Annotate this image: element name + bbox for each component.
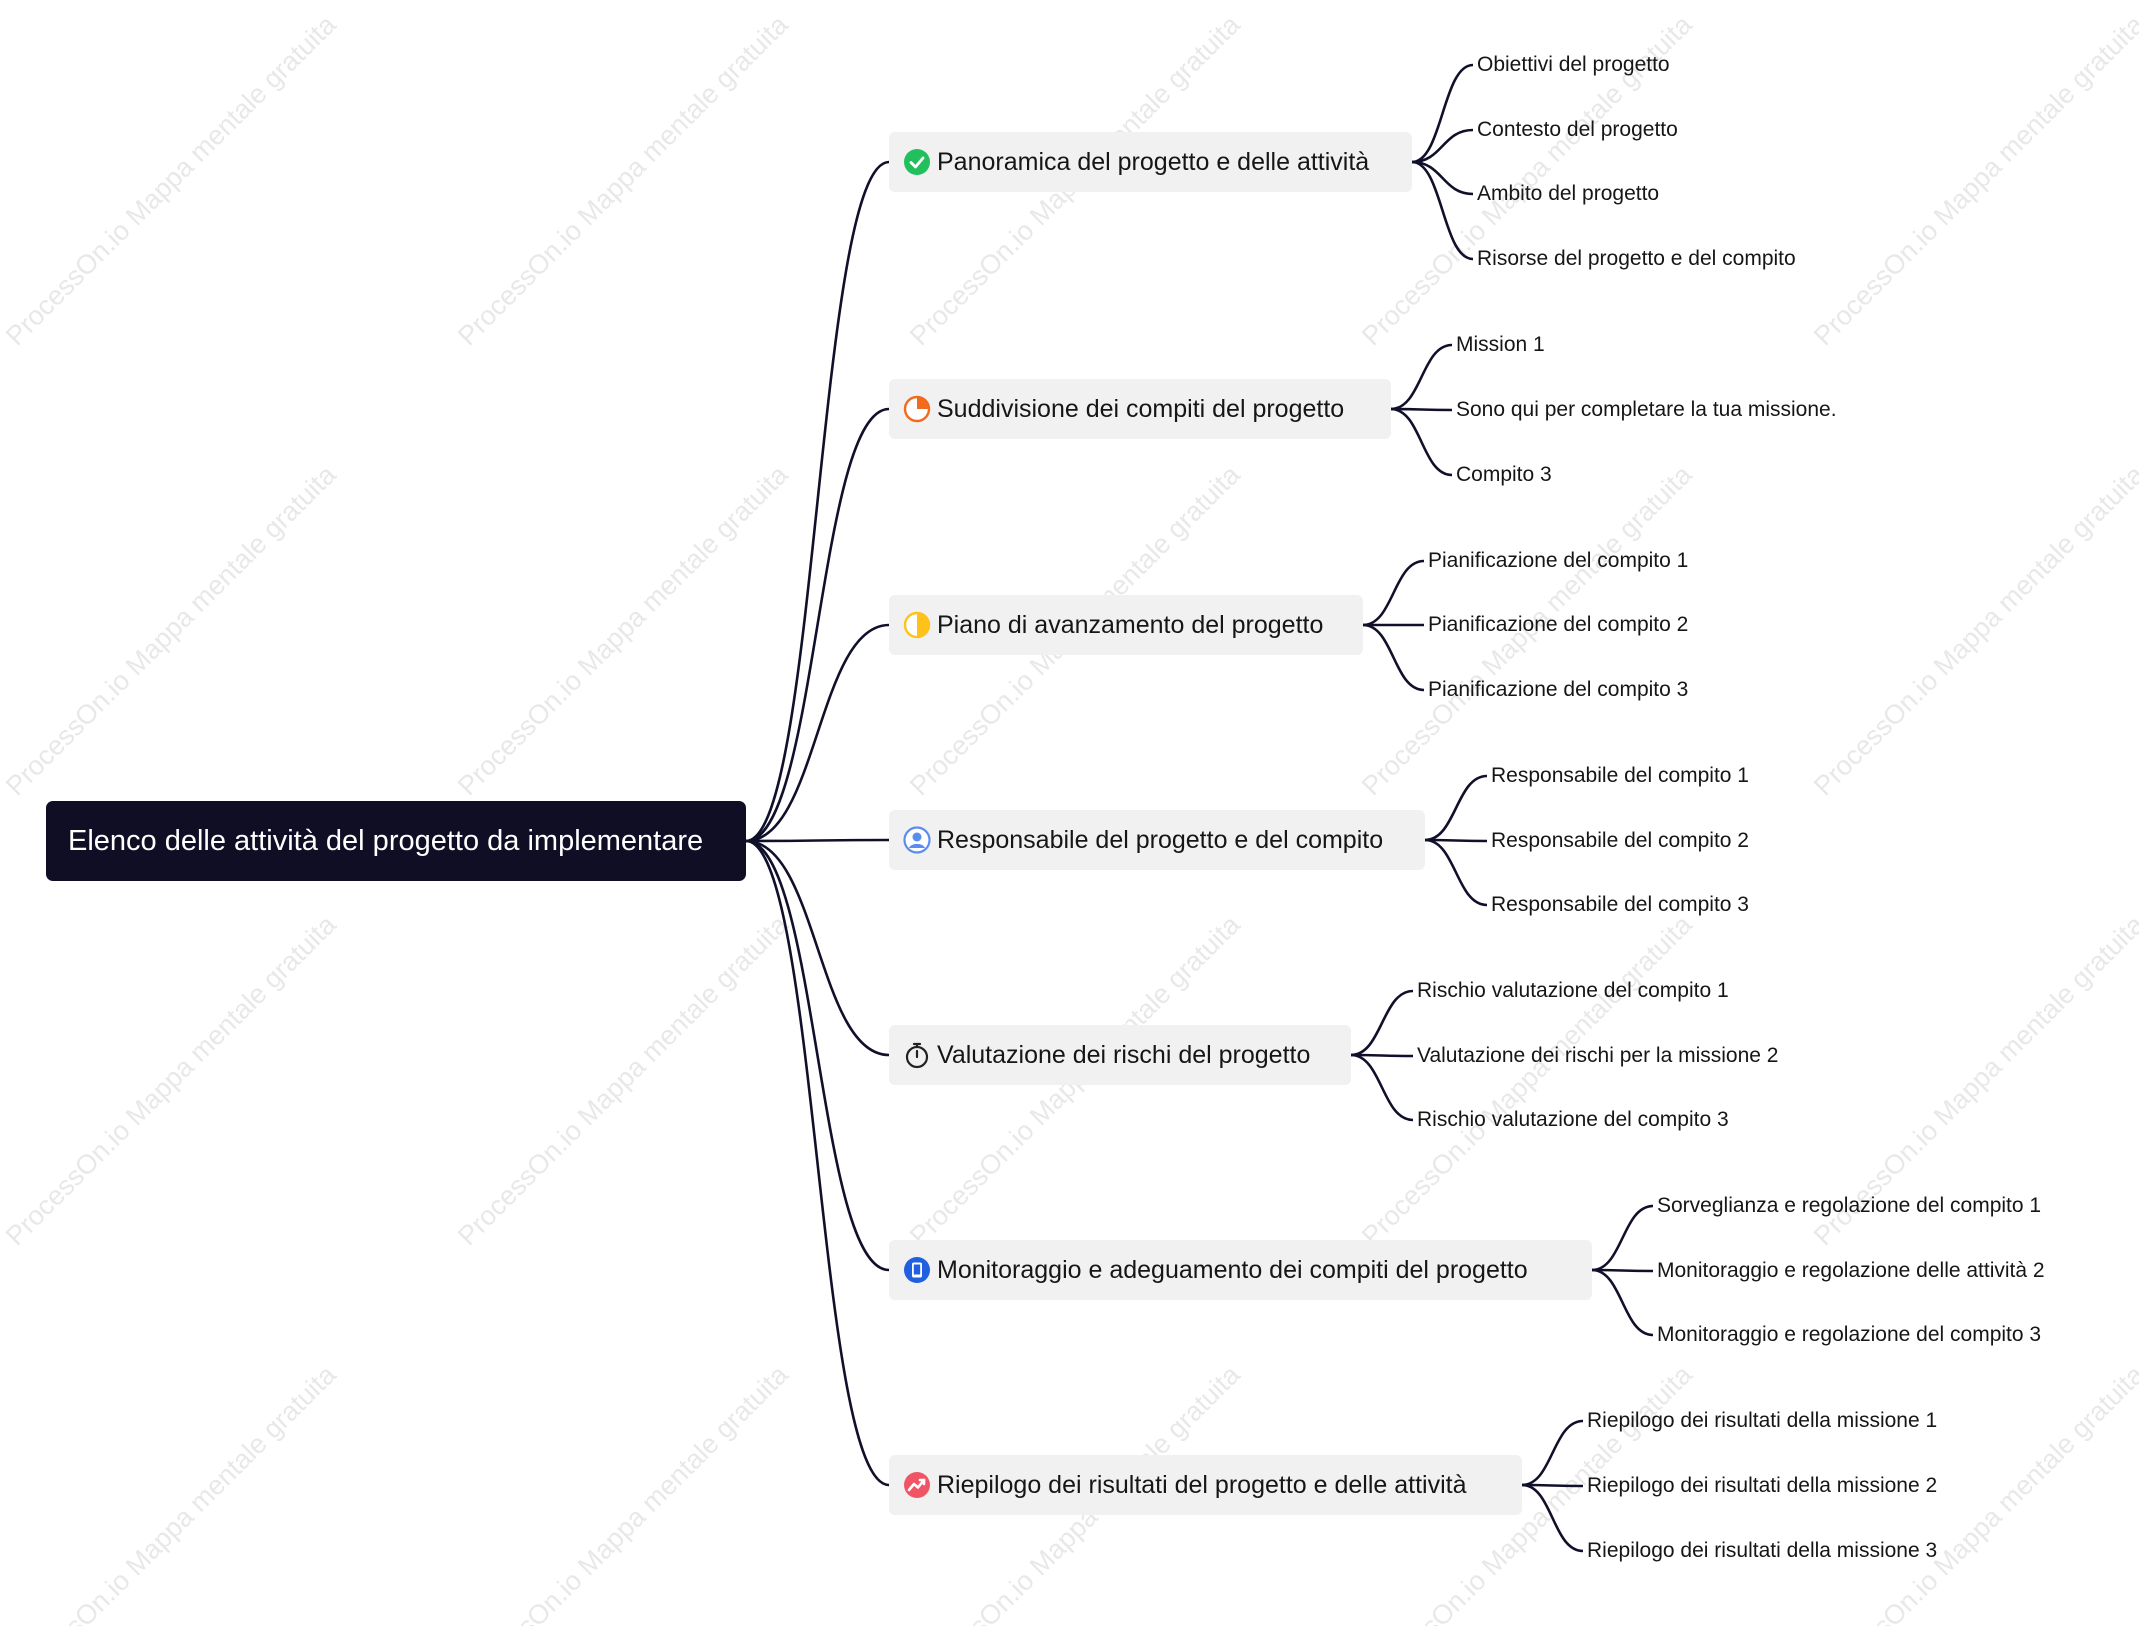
branch-leaf-link (1390, 407, 1453, 412)
leaf-node[interactable]: Valutazione dei rischi per la missione 2 (1417, 1044, 1779, 1067)
branch-leaf-link (1362, 559, 1425, 627)
branch-leaf-link (1411, 160, 1474, 196)
root-node-label: Elenco delle attività del progetto da im… (68, 824, 704, 857)
branch-leaf-link (1424, 774, 1488, 842)
leaf-node[interactable]: Riepilogo dei risultati della missione 3 (1587, 1539, 1938, 1562)
branch-leaf-link (1390, 343, 1453, 411)
leaf-node[interactable]: Rischio valutazione del compito 1 (1417, 979, 1729, 1002)
leaf-node[interactable]: Riepilogo dei risultati della missione 2 (1587, 1474, 1938, 1497)
branch-label: Panoramica del progetto e delle attività (937, 147, 1370, 176)
branch-leaf-link (1521, 1483, 1584, 1553)
branch-node-risk-assessment[interactable]: Valutazione dei rischi del progetto (889, 1025, 1351, 1085)
leaf-node[interactable]: Monitoraggio e regolazione del compito 3 (1657, 1323, 2042, 1346)
branch-label: Suddivisione dei compiti del progetto (937, 394, 1345, 423)
leaf-node[interactable]: Sorveglianza e regolazione del compito 1 (1657, 1194, 2042, 1217)
branch-leaf-link (1591, 1204, 1654, 1272)
leaf-node[interactable]: Risorse del progetto e del compito (1477, 247, 1796, 270)
branch-node-responsible[interactable]: Responsabile del progetto e del compito (889, 810, 1425, 870)
branch-leaf-link (1424, 838, 1488, 907)
root-branch-link (745, 839, 890, 1057)
leaf-node[interactable]: Obiettivi del progetto (1477, 53, 1670, 76)
branch-leaf-link (1411, 160, 1474, 261)
leaf-node[interactable]: Responsabile del compito 2 (1491, 829, 1749, 852)
branch-node-breakdown[interactable]: Suddivisione dei compiti del progetto (889, 379, 1391, 439)
leaf-node[interactable]: Sono qui per completare la tua missione. (1456, 398, 1837, 421)
branch-leaf-link (1411, 128, 1474, 164)
leaf-node[interactable]: Responsabile del compito 1 (1491, 764, 1749, 787)
stopwatch-icon (905, 1042, 929, 1069)
branch-leaf-link (1390, 407, 1453, 477)
branch-leaf-link (1591, 1268, 1654, 1337)
branch-leaf-link (1521, 1419, 1584, 1487)
branch-label: Valutazione dei rischi del progetto (937, 1040, 1311, 1069)
pie-quarter-icon (903, 395, 931, 423)
phone-icon (904, 1257, 930, 1283)
leaf-node[interactable]: Rischio valutazione del compito 3 (1417, 1108, 1729, 1131)
branch-leaf-link (1411, 63, 1474, 164)
leaf-node[interactable]: Pianificazione del compito 2 (1428, 613, 1689, 636)
branch-node-summary[interactable]: Riepilogo dei risultati del progetto e d… (889, 1455, 1522, 1515)
root-branch-link (745, 839, 890, 1272)
half-circle-icon (903, 611, 931, 639)
trend-up-icon (904, 1472, 930, 1498)
root-node[interactable]: Elenco delle attività del progetto da im… (46, 801, 746, 881)
branch-label: Riepilogo dei risultati del progetto e d… (937, 1470, 1467, 1499)
root-branch-link (745, 839, 890, 1487)
branch-leaf-link (1350, 1053, 1414, 1122)
branch-node-overview[interactable]: Panoramica del progetto e delle attività (889, 132, 1412, 192)
leaf-node[interactable]: Mission 1 (1456, 333, 1545, 356)
root-branch-link (745, 407, 890, 843)
branch-leaf-link (1521, 1483, 1584, 1488)
leaf-node[interactable]: Pianificazione del compito 3 (1428, 678, 1689, 701)
branch-node-monitoring[interactable]: Monitoraggio e adeguamento dei compiti d… (889, 1240, 1592, 1300)
leaf-node[interactable]: Ambito del progetto (1477, 182, 1660, 205)
leaf-node[interactable]: Riepilogo dei risultati della missione 1 (1587, 1409, 1938, 1432)
branch-node-progress-plan[interactable]: Piano di avanzamento del progetto (889, 595, 1363, 655)
branch-leaf-link (1350, 989, 1414, 1057)
leaf-node[interactable]: Monitoraggio e regolazione delle attivit… (1657, 1259, 2045, 1282)
branch-label: Piano di avanzamento del progetto (937, 610, 1324, 639)
leaf-node[interactable]: Pianificazione del compito 1 (1428, 549, 1689, 572)
leaf-node[interactable]: Contesto del progetto (1477, 118, 1678, 141)
person-icon (903, 826, 931, 854)
leaf-node[interactable]: Responsabile del compito 3 (1491, 893, 1749, 916)
leaf-node[interactable]: Compito 3 (1456, 463, 1552, 486)
root-branch-link (745, 623, 890, 843)
check-circle-icon (904, 149, 930, 175)
root-branch-link (745, 838, 890, 843)
branch-leaf-link (1362, 623, 1425, 692)
root-branch-link (745, 160, 890, 843)
branch-label: Monitoraggio e adeguamento dei compiti d… (937, 1255, 1528, 1284)
branch-label: Responsabile del progetto e del compito (937, 825, 1384, 854)
